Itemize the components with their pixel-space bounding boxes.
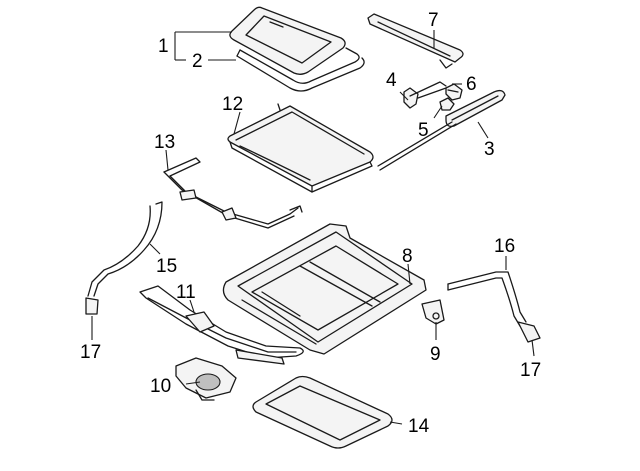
part-sunshade (227, 103, 374, 193)
callout-5: 5 (418, 120, 429, 141)
part-fastener-5 (439, 97, 455, 111)
callout-3: 3 (484, 139, 495, 160)
part-cable-frame (163, 157, 303, 229)
callout-16: 16 (494, 236, 515, 257)
callout-9: 9 (430, 344, 441, 365)
callout-15: 15 (156, 256, 177, 277)
part-bracket-4 (403, 81, 447, 109)
callout-10: 10 (150, 376, 171, 397)
callout-8: 8 (402, 246, 413, 267)
part-front-deflector (367, 13, 464, 69)
part-drain-hose-left (85, 201, 163, 315)
callout-2: 2 (192, 51, 203, 72)
leader-lines (91, 30, 535, 425)
callout-4: 4 (386, 70, 397, 91)
callout-1: 1 (158, 36, 169, 57)
callout-12: 12 (222, 94, 243, 115)
part-sunroof-housing (222, 223, 427, 355)
part-drive-cable (139, 285, 304, 365)
callout-7: 7 (428, 10, 439, 31)
callout-6: 6 (466, 74, 477, 95)
part-guide-rail (377, 89, 506, 171)
callout-14: 14 (408, 416, 430, 437)
part-glass-panel (229, 6, 346, 75)
callout-17-left: 17 (80, 342, 101, 363)
callout-13: 13 (154, 132, 175, 153)
part-motor (175, 357, 237, 401)
callout-11: 11 (176, 282, 196, 303)
part-bracket-9 (421, 299, 445, 325)
part-glass-seal (236, 47, 365, 92)
callout-17-right: 17 (520, 360, 541, 381)
part-trim-frame (252, 375, 393, 449)
part-drain-hose-right (447, 271, 541, 343)
